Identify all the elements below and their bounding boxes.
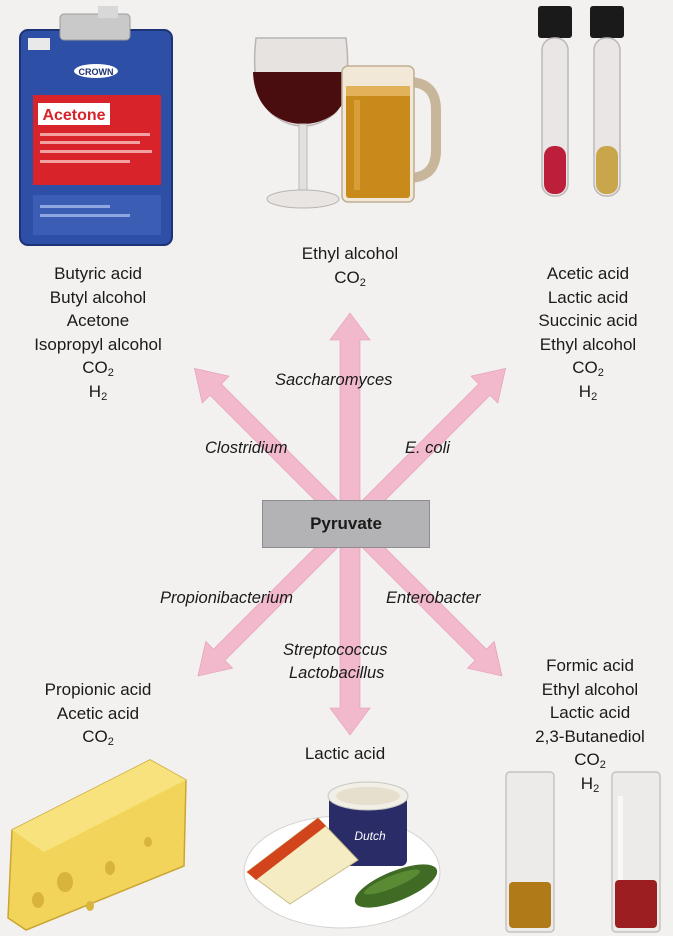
product-item: Butyric acid	[54, 264, 142, 283]
products-bottom-left: Propionic acid Acetic acid CO2	[18, 678, 178, 749]
product-item: 2,3-Butanediol	[535, 726, 645, 746]
arrow-up	[329, 312, 371, 521]
product-item: Ethyl alcohol	[541, 679, 639, 699]
product-item: H2	[578, 381, 598, 403]
organism-enterobacter: Enterobacter	[386, 589, 481, 607]
products-bottom-right: Formic acid Ethyl alcohol Lactic acid 2,…	[510, 654, 670, 795]
product-item: H2	[580, 773, 600, 795]
product-item: Ethyl alcohol	[301, 244, 399, 263]
test-tubes-bottom-image	[505, 771, 661, 933]
product-item: Acetic acid	[56, 703, 140, 723]
products-top-center: Ethyl alcohol CO2	[270, 242, 430, 289]
pyruvate-box: Pyruvate	[262, 500, 430, 548]
product-item: Butyl alcohol	[49, 287, 147, 307]
product-item: Propionic acid	[44, 680, 152, 699]
organism-propionibacterium: Propionibacterium	[160, 589, 293, 607]
yogurt-label: Dutch	[354, 829, 386, 843]
product-item: Lactic acid	[547, 287, 629, 307]
product-item: H2	[88, 381, 108, 403]
arrow-down-right	[343, 517, 503, 677]
cheese-image	[7, 759, 187, 931]
beer-mug-image	[341, 65, 441, 203]
product-item: CO2	[572, 358, 604, 379]
product-item: Succinic acid	[538, 311, 638, 330]
product-item: CO2	[82, 358, 114, 379]
can-label: Acetone	[42, 107, 105, 124]
organism-saccharomyces: Saccharomyces	[275, 371, 393, 389]
acetone-can-image: CROWN Acetone	[19, 6, 173, 246]
organism-clostridium: Clostridium	[205, 439, 288, 457]
product-item: Acetic acid	[546, 264, 630, 283]
test-tubes-top-image	[538, 6, 624, 197]
product-item: Formic acid	[546, 656, 634, 675]
product-item: Lactic acid	[549, 703, 631, 722]
food-plate-image: Dutch	[243, 781, 441, 929]
product-item: Lactic acid	[304, 744, 386, 763]
organism-streptococcus: Streptococcus	[283, 641, 388, 659]
organism-lactobacillus: Lactobacillus	[289, 664, 385, 682]
arrow-down	[329, 524, 371, 736]
arrow-up-left	[194, 368, 357, 531]
can-brand: CROWN	[79, 67, 114, 77]
product-item: Isopropyl alcohol	[34, 334, 162, 354]
products-bottom-center: Lactic acid	[270, 742, 420, 766]
pyruvate-label: Pyruvate	[310, 514, 382, 533]
product-item: Ethyl alcohol	[539, 334, 637, 354]
products-top-right: Acetic acid Lactic acid Succinic acid Et…	[508, 262, 668, 403]
products-top-left: Butyric acid Butyl alcohol Acetone Isopr…	[10, 262, 186, 403]
product-item: CO2	[82, 727, 114, 748]
product-item: CO2	[334, 267, 366, 289]
product-item: CO2	[574, 750, 606, 771]
organism-ecoli: E. coli	[405, 439, 450, 457]
arrows	[194, 312, 506, 736]
wine-glass-image	[253, 37, 350, 209]
product-item: Acetone	[66, 311, 130, 330]
